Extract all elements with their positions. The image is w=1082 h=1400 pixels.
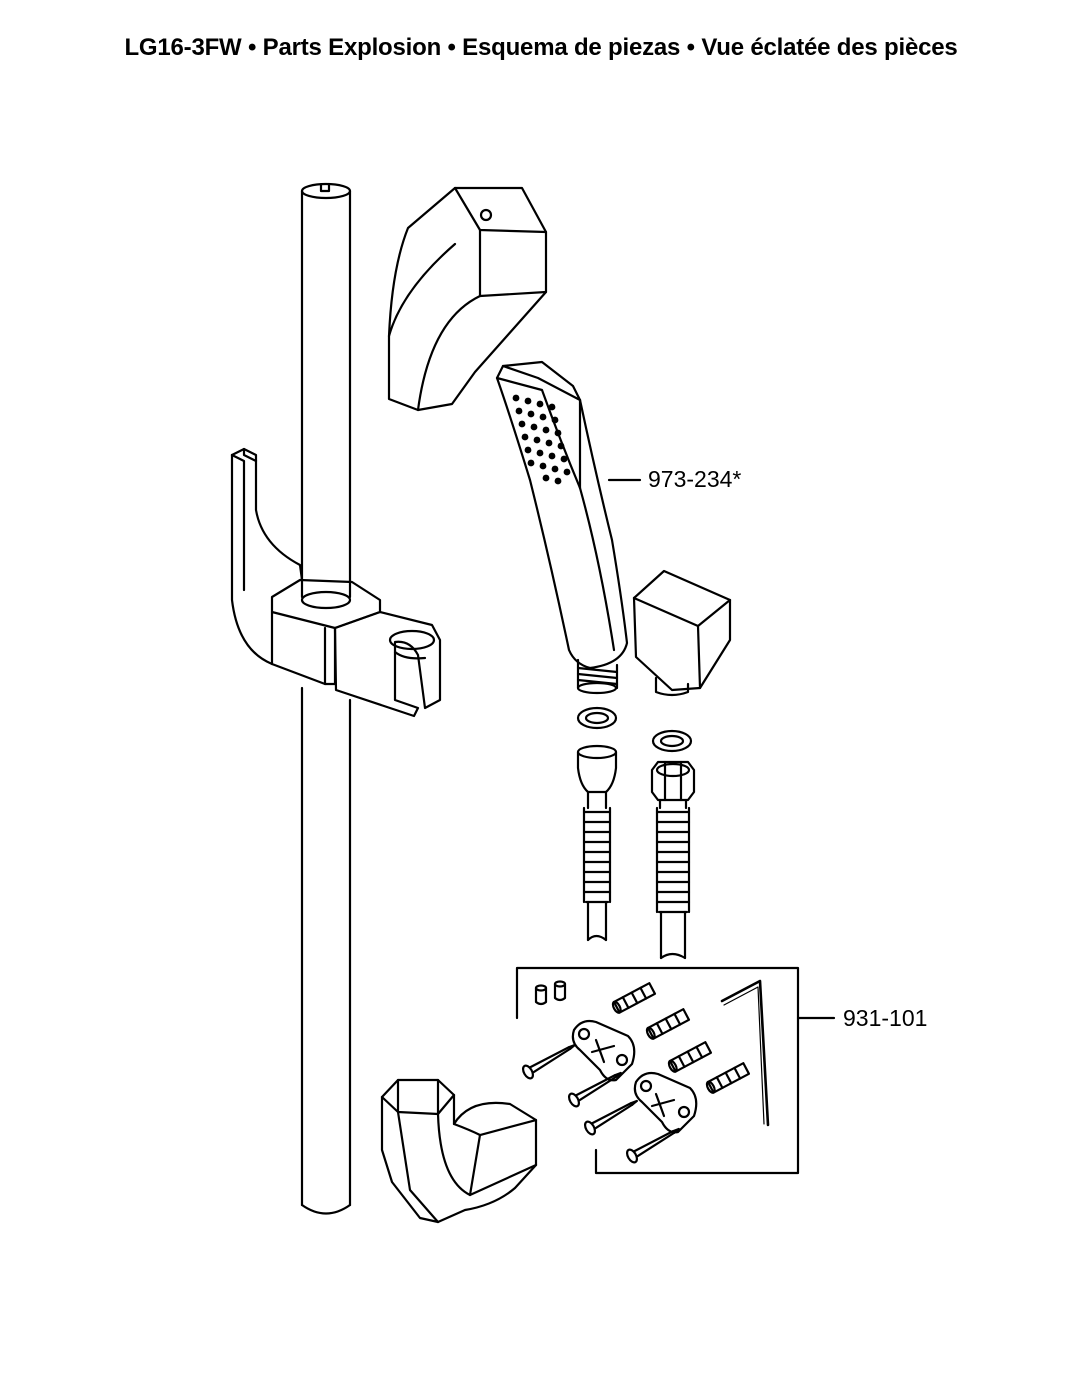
slider-holder [230,447,442,718]
hose-left [576,744,618,942]
set-screws [534,980,567,1006]
wall-plate-lower [633,1071,698,1134]
page-title: LG16-3FW • Parts Explosion • Esquema de … [124,34,958,61]
allen-key [720,979,770,1127]
hose-right [650,760,696,960]
top-bracket [387,186,548,412]
callout-mounting-kit: 931-101 [843,1005,928,1031]
screws [521,1043,680,1164]
spray-face [512,394,571,485]
hand-shower [495,360,629,695]
bottom-bracket [380,1078,538,1224]
wall-elbow [632,569,732,697]
mounting-kit-bracket [515,966,836,1175]
washer-left [576,706,618,730]
slide-bar [300,182,352,1215]
wall-plate-upper [571,1019,636,1082]
washer-right [651,729,693,753]
wall-anchors [611,982,751,1094]
callout-hand-shower: 973-234* [648,466,742,492]
